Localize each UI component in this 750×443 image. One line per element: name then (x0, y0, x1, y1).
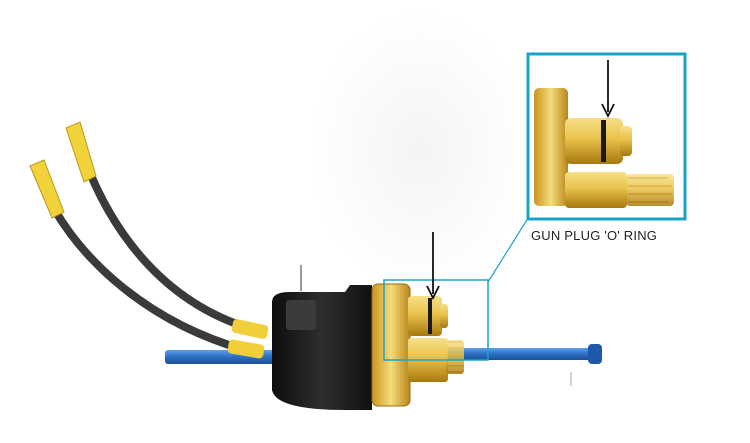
control-wires (38, 136, 259, 354)
brass-fitting (371, 283, 464, 407)
connector-body (272, 265, 372, 410)
o-ring (428, 298, 432, 334)
inset-o-ring (601, 120, 606, 162)
spade-terminals (29, 121, 269, 359)
background-glow (310, 10, 530, 290)
zoom-inset (526, 52, 687, 221)
callout-leader-line (487, 214, 531, 283)
oring-highlight-box (383, 279, 489, 361)
oring-arrow (426, 232, 440, 301)
oring-callout-label: GUN PLUG 'O' RING (531, 228, 658, 243)
